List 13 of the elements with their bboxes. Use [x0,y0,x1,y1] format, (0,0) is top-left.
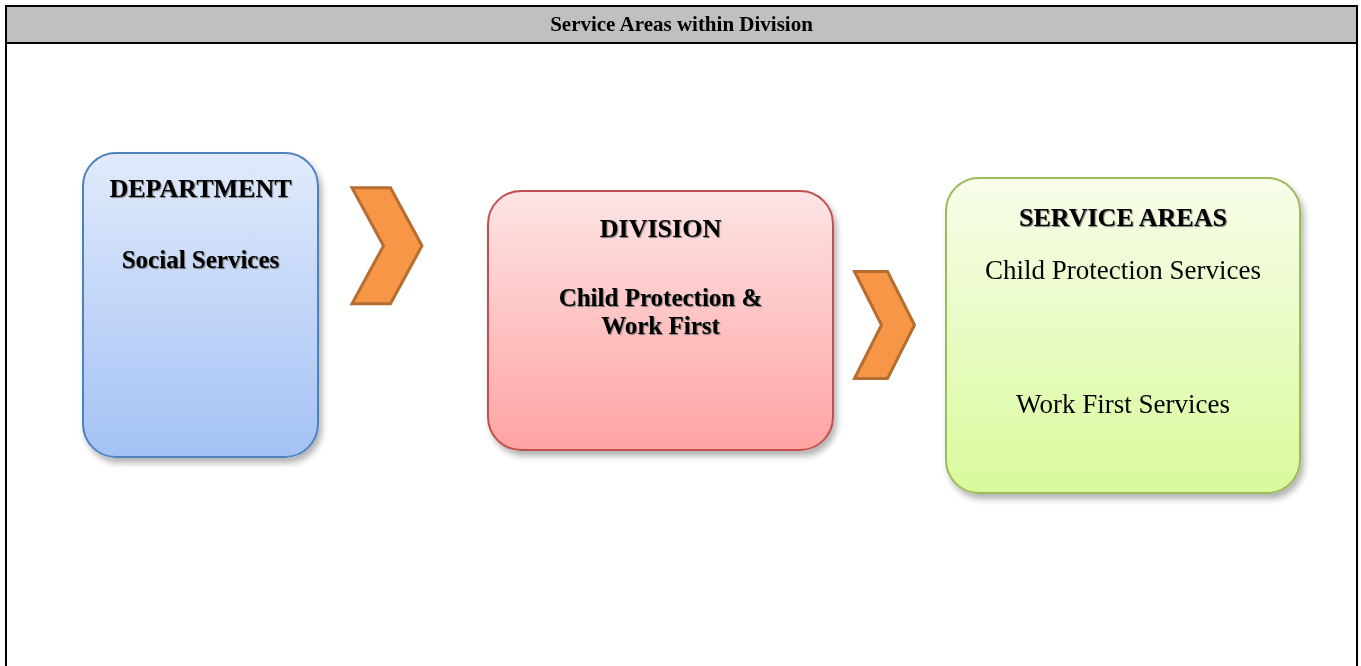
node-text: Work First Services [1015,389,1231,420]
title-bar: Service Areas within Division [7,7,1356,44]
node-text: Child Protection Services [984,255,1262,286]
node-heading: DIVISION [598,214,723,244]
node-heading: DEPARTMENT [108,174,293,204]
rounded-box [82,152,319,458]
node-text: Social Services [120,246,281,274]
rounded-box [487,190,834,451]
node-text: Child Protection & Work First [557,284,764,340]
node-heading: SERVICE AREAS [1018,203,1228,233]
rounded-box [945,177,1301,494]
chevron-arrow [349,186,424,306]
chevron-arrow [852,270,917,380]
